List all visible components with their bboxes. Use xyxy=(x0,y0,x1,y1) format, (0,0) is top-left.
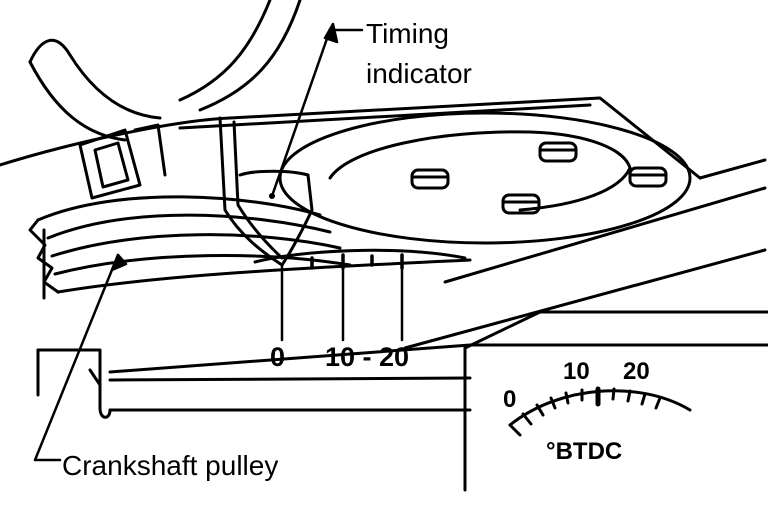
scale-label-ten-twenty: 10 - 20 xyxy=(325,342,410,372)
upper-hose xyxy=(28,0,302,142)
callout-leaders xyxy=(33,22,364,462)
scale-label-zero: 0 xyxy=(270,342,286,372)
lower-bar xyxy=(36,348,472,419)
timing-indicator-label-line2: indicator xyxy=(366,58,472,89)
crankshaft-pulley-label: Crankshaft pulley xyxy=(62,450,279,481)
inset-degree-arc xyxy=(508,386,692,437)
scale-leader-lines xyxy=(280,260,404,342)
inset-tick-label-10: 10 xyxy=(563,358,590,385)
inset-tick-label-0: 0 xyxy=(503,386,517,413)
inset-unit-label: °BTDC xyxy=(546,438,623,465)
crankshaft-pulley-drawing xyxy=(28,195,472,300)
timing-indicator-pointer xyxy=(218,116,314,267)
engine-cover xyxy=(0,96,702,180)
belt-lines xyxy=(108,158,768,374)
timing-indicator-label-line1: Timing xyxy=(366,18,449,49)
inset-tick-label-20: 20 xyxy=(623,358,650,385)
inset-panel xyxy=(463,310,768,492)
hose-clamp xyxy=(78,123,167,200)
cover-bolts xyxy=(410,141,668,215)
